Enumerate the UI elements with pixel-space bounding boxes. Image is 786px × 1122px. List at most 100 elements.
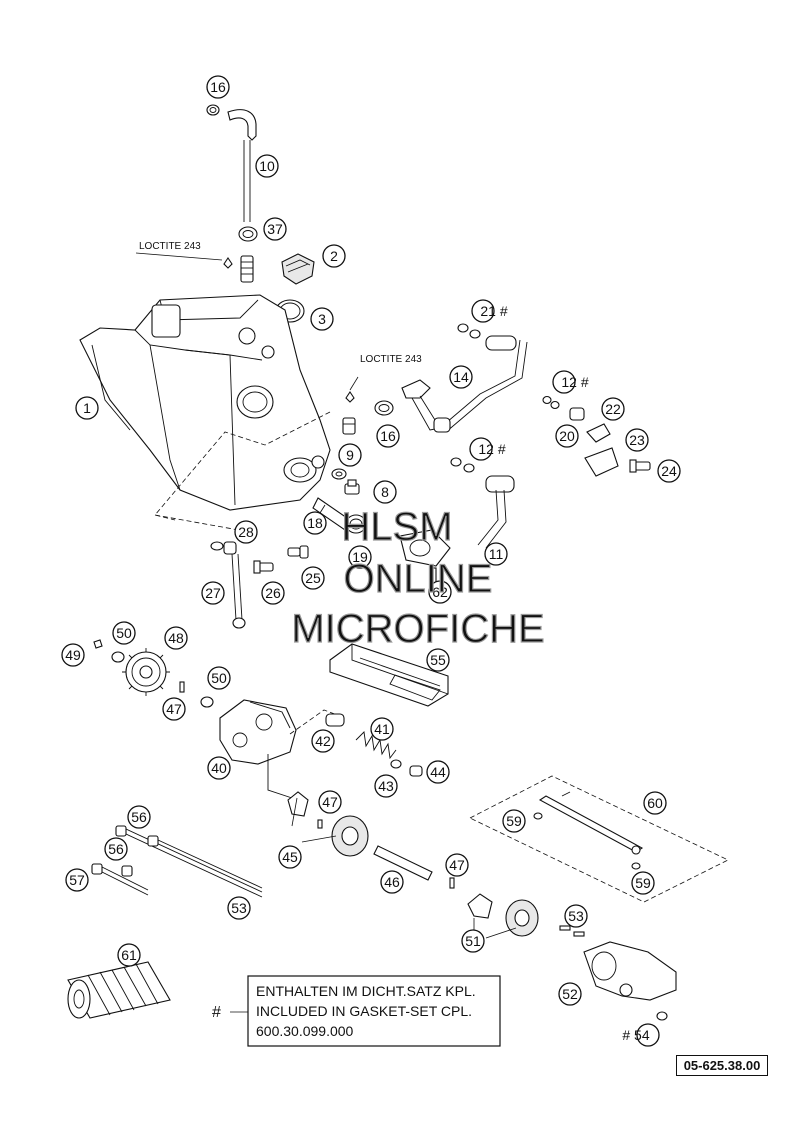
svg-text:52: 52 <box>562 986 578 1002</box>
callout-61: 61 <box>117 943 141 967</box>
callout-43: 43 <box>374 774 398 798</box>
svg-text:57: 57 <box>69 872 85 888</box>
oil-filter <box>67 961 171 1019</box>
callout-25: 25 <box>301 566 325 590</box>
breather-nipple <box>240 255 254 283</box>
svg-text:16: 16 <box>210 79 226 95</box>
callout-14: 14 <box>449 365 473 389</box>
watermark: HLSM ONLINE MICROFICHE <box>291 504 546 651</box>
callout-40: 40 <box>207 756 231 780</box>
svg-text:26: 26 <box>265 585 281 601</box>
svg-text:51: 51 <box>465 933 481 949</box>
svg-text:37: 37 <box>267 221 283 237</box>
clamp-plate-23 <box>584 447 619 477</box>
hose-clamp-middle <box>374 400 394 416</box>
svg-text:42: 42 <box>315 733 331 749</box>
callout-12-gasket-top: 12 # <box>552 370 589 394</box>
oil-hose-upper <box>401 335 528 433</box>
callout-12-gasket-lower: 12 # <box>469 437 506 461</box>
callout-26: 26 <box>261 581 285 605</box>
svg-text:49: 49 <box>65 647 81 663</box>
svg-text:43: 43 <box>378 778 394 794</box>
oil-line-27 <box>210 541 246 629</box>
callout-48: 48 <box>164 626 188 650</box>
callout-1: 1 <box>75 396 99 420</box>
callout-2: 2 <box>322 244 346 268</box>
svg-text:56: 56 <box>108 841 124 857</box>
svg-text:59: 59 <box>635 875 651 891</box>
svg-text:47: 47 <box>449 857 465 873</box>
svg-text:53: 53 <box>568 908 584 924</box>
svg-text:55: 55 <box>430 652 446 668</box>
callout-9: 9 <box>338 443 362 467</box>
svg-text:47: 47 <box>322 794 338 810</box>
callout-23: 23 <box>625 428 649 452</box>
watermark-line-3: MICROFICHE <box>291 607 544 651</box>
callout-27: 27 <box>201 581 225 605</box>
pump-rotor-45 <box>287 791 369 857</box>
callout-47-right: 47 <box>445 853 469 877</box>
callout-42: 42 <box>311 729 335 753</box>
callout-21-gasket: 21 # <box>471 299 508 323</box>
callout-24: 24 <box>657 459 681 483</box>
svg-text:40: 40 <box>211 760 227 776</box>
svg-text:56: 56 <box>131 809 147 825</box>
svg-text:45: 45 <box>282 849 298 865</box>
svg-text:28: 28 <box>238 524 254 540</box>
bracket-22 <box>586 423 611 443</box>
svg-text:59: 59 <box>506 813 522 829</box>
oil-screen-55 <box>329 643 449 707</box>
svg-text:21 #: 21 # <box>480 303 507 319</box>
callout-47-middle: 47 <box>318 790 342 814</box>
callout-19: 19 <box>348 545 372 569</box>
callout-16: 16 <box>206 75 230 99</box>
plug-20 <box>569 407 585 421</box>
callout-45: 45 <box>278 845 302 869</box>
callout-52: 52 <box>558 982 582 1006</box>
callout-50-lower: 50 <box>207 666 231 690</box>
callout-47-left: 47 <box>162 697 186 721</box>
callout-54-gasket: # 54 <box>622 1023 660 1047</box>
callout-22: 22 <box>601 397 625 421</box>
svg-text:12 #: 12 # <box>478 441 505 457</box>
svg-text:24: 24 <box>661 463 677 479</box>
svg-text:14: 14 <box>453 369 469 385</box>
callout-20: 20 <box>555 424 579 448</box>
screw-25 <box>287 545 309 559</box>
loctite-label-top: LOCTITE 243 <box>139 241 201 252</box>
svg-text:22: 22 <box>605 401 621 417</box>
callout-59-lower: 59 <box>631 871 655 895</box>
oil-pump-gear <box>122 648 170 696</box>
svg-text:27: 27 <box>205 585 221 601</box>
callout-46: 46 <box>380 870 404 894</box>
callout-44: 44 <box>426 760 450 784</box>
callout-8: 8 <box>373 480 397 504</box>
note-symbol: # <box>212 1004 221 1021</box>
callout-50-top: 50 <box>112 621 136 645</box>
oil-hose-lower <box>399 475 515 567</box>
callout-41: 41 <box>370 717 394 741</box>
svg-text:11: 11 <box>489 546 504 562</box>
callout-60: 60 <box>643 791 667 815</box>
parts-drawing <box>67 104 729 1021</box>
callout-18: 18 <box>303 511 327 535</box>
svg-text:53: 53 <box>231 900 247 916</box>
callout-53-right: 53 <box>564 904 588 928</box>
banjo-screw <box>344 479 360 495</box>
svg-text:18: 18 <box>307 515 323 531</box>
oil-tank <box>79 294 331 511</box>
svg-text:9: 9 <box>346 447 354 463</box>
callout-49: 49 <box>61 643 85 667</box>
callout-57: 57 <box>65 868 89 892</box>
gasket-set-note: # ENTHALTEN IM DICHT.SATZ KPL. INCLUDED … <box>212 975 501 1047</box>
svg-text:41: 41 <box>374 721 390 737</box>
callout-56-lower: 56 <box>104 837 128 861</box>
callout-37: 37 <box>263 217 287 241</box>
svg-text:23: 23 <box>629 432 645 448</box>
screw-26 <box>253 560 274 574</box>
svg-text:62: 62 <box>432 584 448 600</box>
pump-cover-52 <box>583 941 677 1001</box>
svg-text:60: 60 <box>647 795 663 811</box>
callout-53-left: 53 <box>227 896 251 920</box>
callout-11: 11 <box>484 542 508 566</box>
